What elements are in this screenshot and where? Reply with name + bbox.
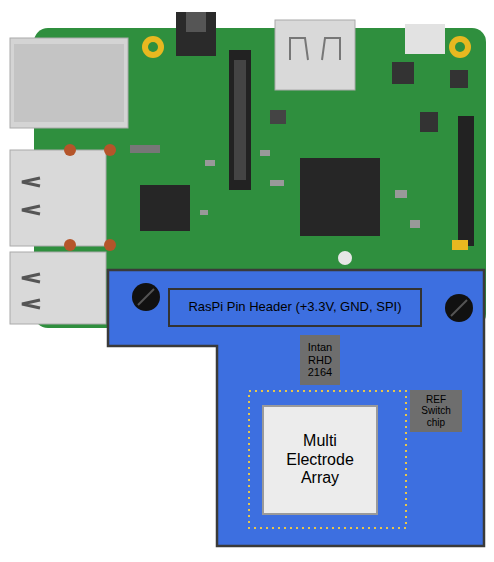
component	[260, 150, 270, 156]
screw	[445, 294, 473, 322]
solder-pad	[64, 144, 76, 156]
audio-jack	[186, 12, 206, 32]
electrode-array-box: Multi Electrode Array	[262, 405, 378, 515]
component	[410, 220, 420, 228]
mount-hole	[148, 42, 158, 52]
led-pads	[452, 240, 468, 250]
hat-board	[108, 270, 484, 546]
component	[200, 210, 208, 215]
component	[395, 190, 407, 198]
pin-header-box: RasPi Pin Header (+3.3V, GND, SPI)	[168, 288, 422, 327]
solder-pad	[104, 144, 116, 156]
ethernet-port	[14, 44, 124, 122]
usb-port	[22, 178, 40, 214]
mount-hole	[449, 36, 471, 58]
usb-port	[10, 252, 106, 324]
dotted-region	[249, 391, 406, 528]
screw	[138, 289, 154, 305]
cpu-chip	[300, 158, 380, 236]
chip	[270, 110, 286, 124]
chip	[420, 112, 438, 132]
solder-pad	[64, 239, 76, 251]
solder-pad	[104, 239, 116, 251]
hdmi-port	[275, 20, 355, 90]
mount-hole	[142, 36, 164, 58]
power-port	[405, 24, 445, 54]
ethernet-port	[10, 38, 128, 128]
chip	[392, 62, 414, 84]
chip-box: Intan RHD 2164	[300, 335, 340, 385]
chip-box: REF Switch chip	[410, 390, 462, 433]
screw	[451, 300, 467, 316]
hdmi-port	[290, 38, 340, 60]
mount-hole	[455, 42, 465, 52]
chip	[140, 185, 190, 231]
chip	[450, 70, 468, 88]
logo	[338, 251, 352, 265]
component	[130, 145, 160, 153]
screw	[132, 283, 160, 311]
audio-jack	[176, 12, 216, 56]
node-text: Intan RHD 2164	[302, 341, 338, 379]
ribbon-connector	[458, 116, 474, 246]
node-text: Multi Electrode Array	[270, 432, 370, 487]
ribbon-connector	[229, 50, 251, 190]
usb-port	[10, 150, 106, 246]
usb-port	[22, 274, 40, 308]
ribbon-connector	[234, 60, 246, 180]
node-text: REF Switch chip	[413, 394, 459, 429]
node-text: RasPi Pin Header (+3.3V, GND, SPI)	[188, 300, 401, 315]
component	[270, 180, 284, 186]
component	[205, 160, 215, 166]
